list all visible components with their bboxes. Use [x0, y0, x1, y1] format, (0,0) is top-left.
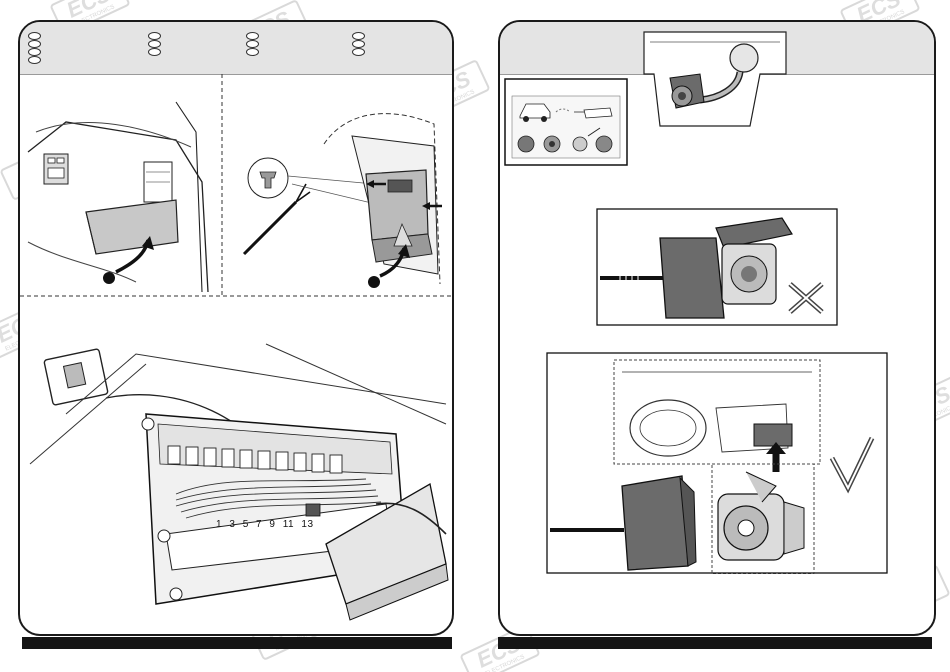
flag-icon — [28, 32, 41, 40]
language-group-2 — [148, 32, 164, 56]
flag-icon — [352, 32, 365, 40]
flag-icon — [28, 40, 41, 48]
flag-icon — [352, 40, 365, 48]
clip-removal-icon — [234, 84, 446, 294]
right-footer-bar — [498, 637, 932, 649]
left-page: 1 3 5 7 9 11 13 — [18, 20, 454, 636]
language-group-4 — [352, 32, 368, 56]
tow-ball-socket-icon — [640, 28, 790, 128]
fuse-number: 13 — [301, 519, 313, 530]
flag-icon — [246, 40, 259, 48]
glovebox-opening-icon — [26, 92, 222, 292]
fuse-number: 11 — [283, 519, 294, 530]
flag-icon — [148, 48, 161, 56]
flag-icon — [246, 32, 259, 40]
fusebox-icon — [26, 304, 450, 630]
flag-icon — [246, 48, 259, 56]
language-group-1 — [28, 32, 44, 64]
flag-icon — [148, 40, 161, 48]
flag-icon — [28, 56, 41, 64]
wrong-connection-panel — [596, 208, 838, 326]
correct-connection-panel — [546, 352, 888, 574]
fuse-number: 3 — [229, 519, 235, 530]
right-page — [498, 20, 936, 636]
flag-icon — [352, 48, 365, 56]
flag-icon — [28, 48, 41, 56]
language-group-3 — [246, 32, 262, 56]
fuse-number: 9 — [269, 519, 275, 530]
fuse-number: 5 — [243, 519, 249, 530]
fuse-number-row: 1 3 5 7 9 11 13 — [216, 519, 318, 530]
fuse-number: 1 — [216, 519, 222, 530]
flag-icon — [148, 32, 161, 40]
adapter-kit-icon — [504, 78, 628, 166]
language-header — [20, 22, 452, 75]
left-footer-bar — [22, 637, 452, 649]
fuse-number: 7 — [256, 519, 262, 530]
